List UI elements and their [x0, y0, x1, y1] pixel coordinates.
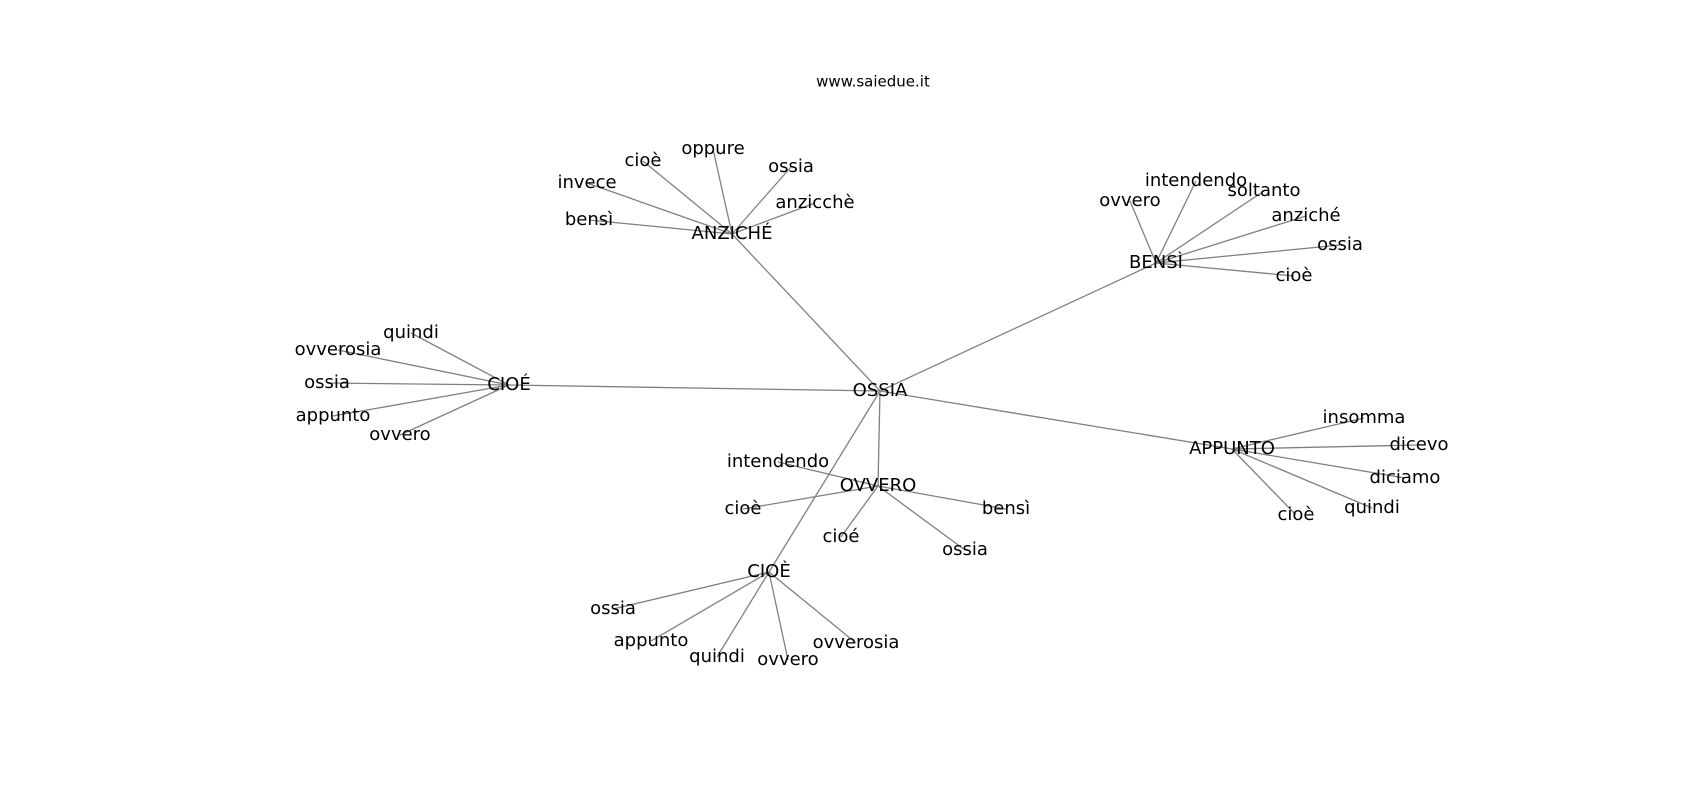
node-leaf-ovvero-3: ossia	[942, 539, 988, 560]
edge-bensi-leaf-4	[1155, 244, 1341, 264]
edge-appunto-leaf-3	[1231, 448, 1373, 509]
edge-cioe-acute-leaf-2	[326, 382, 510, 386]
edge-root-anziche	[731, 233, 881, 392]
edge-root-appunto	[879, 390, 1233, 450]
edge-appunto-leaf-4	[1231, 448, 1297, 516]
node-hub-cioe-grave: CIOÈ	[747, 560, 790, 582]
edge-cioe-acute-leaf-4	[399, 384, 510, 436]
node-hub-appunto: APPUNTO	[1189, 438, 1275, 459]
edge-ovvero-leaf-4	[877, 485, 1007, 510]
edge-cioe-grave-leaf-3	[768, 571, 789, 661]
node-leaf-anziche-5: bensì	[565, 209, 613, 230]
edge-bensi-leaf-1	[1155, 180, 1197, 264]
node-leaf-bensi-0: ovvero	[1099, 190, 1160, 211]
edge-cioe-grave-leaf-0	[612, 571, 770, 610]
node-leaf-ovvero-2: cioé	[823, 526, 860, 547]
node-leaf-cioe-acute-4: ovvero	[369, 424, 430, 445]
node-leaf-appunto-4: cioè	[1278, 504, 1315, 525]
node-leaf-bensi-1: intendendo	[1145, 170, 1247, 191]
node-leaf-anziche-0: invece	[557, 172, 616, 193]
edge-anziche-leaf-5	[588, 219, 733, 235]
node-leaf-bensi-3: anziché	[1271, 205, 1340, 226]
edge-ovvero-leaf-3	[877, 485, 966, 551]
node-leaf-cioe-grave-4: ovverosia	[813, 632, 900, 653]
edge-cioe-acute-leaf-0	[410, 332, 510, 386]
edge-anziche-leaf-3	[731, 166, 792, 235]
node-hub-ovvero: OVVERO	[840, 475, 917, 496]
node-leaf-cioe-grave-1: appunto	[614, 630, 689, 651]
edge-root-cioe-acute	[508, 384, 881, 392]
edge-cioe-grave-leaf-2	[716, 571, 770, 658]
node-leaf-bensi-5: cioè	[1276, 265, 1313, 286]
node-leaf-cioe-acute-0: quindi	[383, 322, 439, 343]
node-leaf-appunto-3: quindi	[1344, 497, 1400, 518]
node-leaf-cioe-grave-3: ovvero	[757, 649, 818, 670]
edge-cioe-grave-leaf-4	[768, 571, 857, 644]
edge-ovvero-leaf-1	[742, 485, 879, 510]
edge-bensi-leaf-2	[1155, 190, 1265, 264]
edge-ovvero-leaf-0	[777, 461, 879, 487]
edge-anziche-leaf-1	[642, 160, 733, 235]
node-leaf-appunto-2: diciamo	[1370, 467, 1441, 488]
node-leaf-ovvero-1: cioè	[725, 498, 762, 519]
node-leaf-bensi-2: soltanto	[1228, 180, 1301, 201]
edge-anziche-leaf-4	[731, 202, 816, 235]
edge-appunto-leaf-0	[1231, 417, 1365, 450]
edge-anziche-leaf-0	[586, 182, 733, 235]
node-leaf-cioe-grave-0: ossia	[590, 598, 636, 619]
node-leaf-appunto-0: insomma	[1323, 407, 1406, 428]
edge-root-ovvero	[877, 390, 881, 487]
node-hub-bensi: BENSÌ	[1129, 251, 1183, 273]
edge-bensi-leaf-3	[1155, 215, 1307, 264]
node-hub-cioe-acute: CIOÉ	[487, 373, 530, 395]
node-leaf-cioe-grave-2: quindi	[689, 646, 745, 667]
edge-cioe-grave-leaf-1	[650, 571, 770, 642]
node-leaf-bensi-4: ossia	[1317, 234, 1363, 255]
edge-bensi-leaf-0	[1129, 200, 1157, 264]
node-leaf-anziche-4: anzicchè	[775, 192, 854, 213]
node-leaf-appunto-1: dicevo	[1389, 434, 1448, 455]
node-hub-anziche: ANZICHÉ	[692, 222, 773, 244]
edge-root-cioe-grave	[768, 390, 881, 573]
label-layer: OSSIA ANZICHÉ invece cioè oppure ossia anzicch…	[295, 138, 1449, 670]
site-title: www.saiedue.it	[816, 73, 930, 91]
node-leaf-cioe-acute-2: ossia	[304, 372, 350, 393]
edge-ovvero-leaf-2	[840, 485, 879, 538]
node-leaf-ovvero-0: intendendo	[727, 451, 829, 472]
node-leaf-anziche-2: oppure	[681, 138, 744, 159]
edge-appunto-leaf-2	[1231, 448, 1406, 479]
edge-cioe-acute-leaf-3	[332, 384, 510, 417]
node-leaf-cioe-acute-3: appunto	[296, 405, 371, 426]
edge-cioe-acute-leaf-1	[337, 349, 510, 386]
node-leaf-ovvero-4: bensì	[982, 498, 1030, 519]
edge-anziche-leaf-2	[712, 148, 733, 235]
node-root: OSSIA	[853, 380, 908, 401]
node-leaf-anziche-1: cioè	[625, 150, 662, 171]
edge-appunto-leaf-1	[1231, 444, 1420, 450]
edge-layer	[326, 148, 1420, 661]
edge-bensi-leaf-5	[1155, 262, 1295, 277]
edge-root-bensi	[879, 262, 1157, 392]
node-leaf-cioe-acute-1: ovverosia	[295, 339, 382, 360]
node-leaf-anziche-3: ossia	[768, 156, 814, 177]
